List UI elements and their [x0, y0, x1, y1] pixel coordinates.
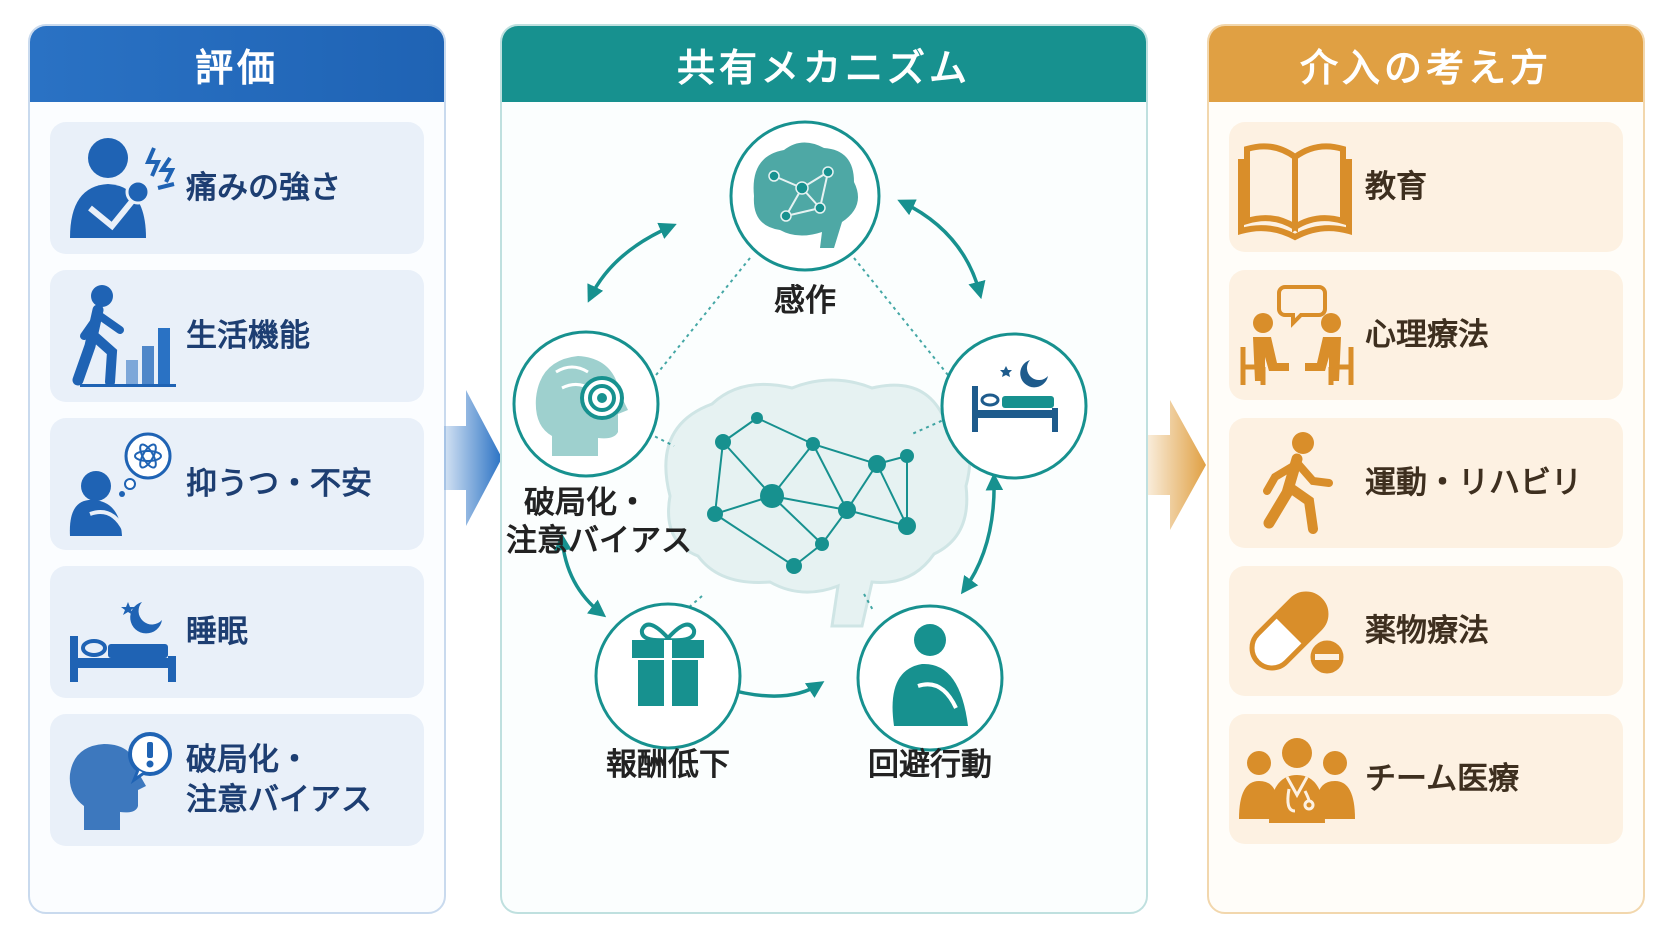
- head-target-icon: [535, 356, 628, 456]
- assessment-panel: 評価 痛みの強さ 生活機能: [28, 24, 446, 914]
- arrow-right-blue-icon: [444, 390, 502, 526]
- intervention-item-education[interactable]: 教育: [1229, 122, 1623, 252]
- node-avoidance[interactable]: [856, 604, 1004, 752]
- node-label-catastrophizing: 破局化・ 注意バイアス: [506, 484, 692, 560]
- team-icon: [1239, 738, 1355, 823]
- node-label-line1: 破局化・: [524, 485, 648, 521]
- intervention-item-label: チーム医療: [1365, 761, 1520, 797]
- running-icon: [1263, 432, 1333, 534]
- node-label-line2: 注意バイアス: [506, 523, 692, 559]
- assessment-item-label: 痛みの強さ: [186, 170, 341, 206]
- node-label-reward-decline: 報酬低下: [606, 747, 730, 783]
- book-icon: [1238, 143, 1352, 241]
- crouching-person-icon: [892, 624, 968, 726]
- central-brain-network-icon: [664, 378, 972, 628]
- depressed-person-icon: [69, 432, 172, 536]
- intervention-title: 介入の考え方: [1209, 26, 1643, 102]
- pill-icon: [1249, 591, 1347, 677]
- intervention-panel: 介入の考え方 教育 心理療法 運動・リハビリ: [1207, 24, 1645, 914]
- bed-moon-icon: [70, 602, 176, 682]
- assessment-item-label-line1: 破局化・: [186, 742, 310, 778]
- intervention-item-label: 運動・リハビリ: [1365, 465, 1582, 501]
- intervention-item-team-care[interactable]: チーム医療: [1229, 714, 1623, 844]
- assessment-item-sleep[interactable]: 睡眠: [50, 566, 424, 698]
- gift-icon: [632, 622, 704, 706]
- node-label-sensitization: 感作: [774, 283, 836, 319]
- intervention-item-pharmacotherapy[interactable]: 薬物療法: [1229, 566, 1623, 696]
- assessment-item-label: 抑うつ・不安: [186, 466, 372, 502]
- assessment-item-label: 生活機能: [186, 318, 310, 354]
- brain-network-icon: [753, 142, 858, 248]
- node-sensitization[interactable]: [729, 120, 881, 272]
- assessment-item-label: 破局化・ 注意バイアス: [186, 740, 372, 820]
- intervention-item-label: 教育: [1365, 169, 1427, 205]
- assessment-item-function[interactable]: 生活機能: [50, 270, 424, 402]
- node-reward-decline[interactable]: [594, 602, 742, 750]
- assessment-item-catastrophizing[interactable]: 破局化・ 注意バイアス: [50, 714, 424, 846]
- assessment-item-label-line2: 注意バイアス: [186, 782, 372, 818]
- intervention-item-label: 薬物療法: [1365, 613, 1489, 649]
- intervention-item-exercise[interactable]: 運動・リハビリ: [1229, 418, 1623, 548]
- mechanism-panel: 共有メカニズム: [500, 24, 1148, 914]
- assessment-item-label: 睡眠: [186, 614, 248, 650]
- arrow-right-orange-icon: [1148, 400, 1206, 530]
- mechanism-cycle-diagram: [512, 120, 1088, 752]
- mechanism-title: 共有メカニズム: [502, 26, 1146, 102]
- walking-stairs-icon: [72, 285, 176, 387]
- assessment-item-mood[interactable]: 抑うつ・不安: [50, 418, 424, 550]
- intervention-item-label: 心理療法: [1365, 317, 1489, 353]
- node-catastrophizing[interactable]: [512, 330, 660, 478]
- assessment-item-pain[interactable]: 痛みの強さ: [50, 122, 424, 254]
- counseling-icon: [1240, 285, 1354, 385]
- bed-moon-icon: [972, 360, 1058, 432]
- node-sleep[interactable]: [940, 332, 1088, 480]
- assessment-title: 評価: [30, 26, 444, 102]
- head-alert-icon: [69, 732, 172, 830]
- intervention-item-psychotherapy[interactable]: 心理療法: [1229, 270, 1623, 400]
- node-label-avoidance: 回避行動: [868, 747, 992, 783]
- pain-icon: [70, 138, 176, 238]
